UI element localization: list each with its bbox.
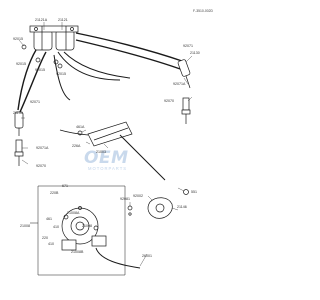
part-label: 410 — [53, 225, 59, 229]
pickup-assembly-frame — [30, 185, 126, 276]
part-label: 21121A — [35, 18, 48, 22]
part-label: 92070 — [36, 164, 46, 168]
part-label: 21008A — [67, 211, 80, 215]
part-label: 551 — [191, 190, 197, 194]
part-label: 220 — [42, 236, 48, 240]
part-label: 92081 — [120, 197, 130, 201]
pickup-plate — [61, 206, 141, 269]
part-label: 21008 — [82, 224, 92, 228]
part-label: 92015 — [16, 62, 26, 66]
part-label: 92015 — [56, 72, 66, 76]
plug-cap-left — [14, 111, 24, 136]
part-label: 92002 — [133, 194, 143, 198]
part-label: 92071A — [173, 82, 186, 86]
ht-lead — [75, 32, 186, 63]
part-label: 21008B — [71, 250, 84, 254]
plug-cap-right — [177, 59, 191, 89]
watermark-title: OEM — [84, 148, 129, 168]
part-label: 26001 — [142, 254, 152, 258]
part-label: 92071 — [30, 100, 40, 104]
part-label: 92071 — [183, 44, 193, 48]
part-label: 226A — [72, 144, 81, 148]
part-label: 461A — [76, 125, 85, 129]
watermark-subtitle: MOTORPARTS — [88, 166, 128, 171]
part-label: 92015 — [35, 68, 45, 72]
part-label: 92015 — [13, 37, 23, 41]
part-label: 92071A — [36, 146, 49, 150]
part-label: 21121 — [58, 18, 68, 22]
igniter-unit — [59, 121, 166, 181]
part-label: 21003 — [96, 150, 106, 154]
part-label: 21130 — [13, 111, 23, 115]
part-label: 92070 — [164, 99, 174, 103]
ignition-coil — [21, 25, 79, 69]
part-label: 410 — [48, 242, 54, 246]
part-label: 671 — [62, 184, 68, 188]
part-label: 21146 — [177, 205, 187, 209]
part-label: 21008 — [20, 224, 30, 228]
part-label: 220B — [50, 191, 59, 195]
part-label: 461 — [46, 217, 52, 221]
spark-plug-right — [181, 97, 191, 124]
parts-diagram: F-3510-002D — [13, 9, 213, 276]
part-label: 21130 — [190, 51, 200, 55]
diagram-drawing — [14, 22, 193, 276]
diagram-code: F-3510-002D — [193, 9, 213, 13]
spark-plug-left — [14, 139, 24, 166]
